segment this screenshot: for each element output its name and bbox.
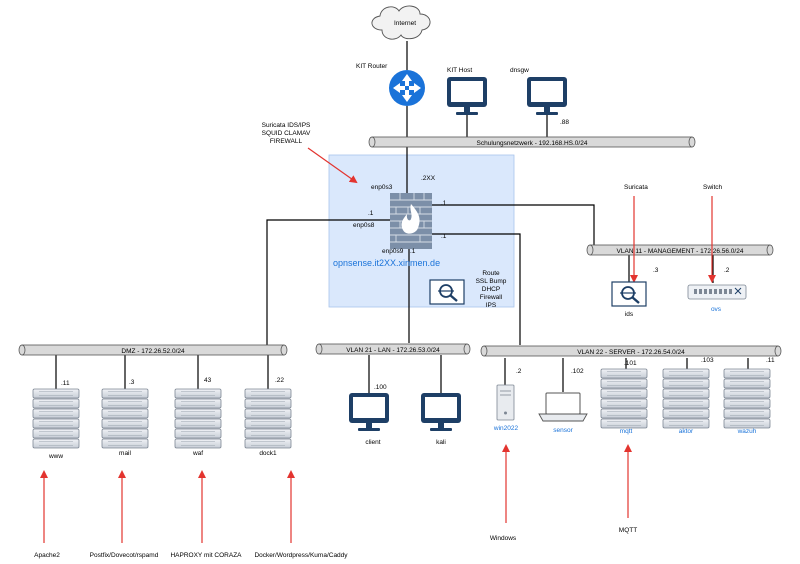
internet-label: Internet xyxy=(394,20,416,27)
lan-bus: VLAN 21 - LAN - 172.26.53.0/24 xyxy=(315,343,471,355)
waf-ip: 43 xyxy=(204,377,212,384)
mqtt-server-icon xyxy=(600,368,648,429)
kit-host-monitor-icon xyxy=(447,77,487,115)
fw-service-4: Firewall xyxy=(480,294,503,301)
server-bus: VLAN 22 - SERVER - 172.26.54.0/24 xyxy=(480,345,782,357)
switch-label: Switch xyxy=(703,184,723,191)
fw-if-enp0s3: enp0s3 xyxy=(371,184,393,191)
aktor-name: aktor xyxy=(679,428,694,435)
fw-ip-server: .1 xyxy=(441,233,447,240)
dmz-server-mail: .3 mail xyxy=(101,379,149,457)
mqtt-label: MQTT xyxy=(619,527,637,534)
management-label: VLAN 11 - MANAGEMENT - 172.26.56.0/24 xyxy=(617,248,744,255)
schulungsnetz-label: Schulungsnetzwerk - 192.168.HS.0/24 xyxy=(477,140,588,147)
ids-magnifier-icon xyxy=(610,280,648,308)
windows-label: Windows xyxy=(490,535,517,542)
firewall-annotation: Suricata IDS/IPS SQUID CLAMAV FIREWALL xyxy=(262,122,311,145)
client-monitor-icon xyxy=(349,393,389,431)
server-icon xyxy=(32,388,80,449)
internet-cloud: Internet xyxy=(371,5,431,40)
ips-magnifier-icon xyxy=(428,278,466,306)
fw-service-1: Route xyxy=(482,270,500,277)
dnsgw-ip: .88 xyxy=(560,119,569,126)
ovs-name: ovs xyxy=(711,306,722,313)
links xyxy=(55,106,749,394)
fw-if-enp0s9: enp0s9 xyxy=(382,248,404,255)
server-icon xyxy=(244,388,292,449)
win2022-ip: .2 xyxy=(516,368,522,375)
wazuh-name: wazuh xyxy=(737,428,757,435)
switch-icon xyxy=(687,284,747,300)
dock1-note: Docker/Wordpress/Kuma/Caddy xyxy=(254,552,348,559)
mqtt-ip: .101 xyxy=(624,360,637,367)
kali-name: kali xyxy=(436,439,446,446)
lan-label: VLAN 21 - LAN - 172.26.53.0/24 xyxy=(346,347,440,354)
sensor-ip: .102 xyxy=(571,368,584,375)
client-ip: .100 xyxy=(374,384,387,391)
schulungsnetz-bus: Schulungsnetzwerk - 192.168.HS.0/24 xyxy=(368,136,696,148)
server-icon xyxy=(174,388,222,449)
waf-name: waf xyxy=(192,450,203,457)
waf-note: HAPROXY mit CORAZA xyxy=(170,552,242,559)
dock1-ip: .22 xyxy=(275,377,284,384)
fw-if-enp0s8: enp0s8 xyxy=(353,222,375,229)
wazuh-server-icon xyxy=(723,368,771,429)
aktor-server-icon xyxy=(662,368,710,429)
fw-annotation-line-2: SQUID CLAMAV xyxy=(262,130,311,137)
fw-service-3: DHCP xyxy=(482,286,500,293)
router-icon xyxy=(389,70,425,106)
wazuh-ip: .11 xyxy=(766,357,775,364)
www-note: Apache2 xyxy=(34,552,60,559)
win2022-name: win2022 xyxy=(493,425,519,432)
www-name: www xyxy=(48,453,63,460)
dnsgw-monitor-icon xyxy=(527,77,567,115)
fw-fqdn: opnsense.it2XX.xinmen.de xyxy=(333,258,440,268)
dmz-label: DMZ - 172.26.52.0/24 xyxy=(121,348,185,355)
server-icon xyxy=(101,388,149,449)
ovs-ip: .2 xyxy=(724,267,730,274)
management-bus: VLAN 11 - MANAGEMENT - 172.26.56.0/24 xyxy=(586,244,774,256)
kit-router-label: KIT Router xyxy=(356,63,388,70)
dmz-server-dock1: .22 dock1 xyxy=(244,377,292,457)
fw-service-5: IPS xyxy=(486,302,497,309)
dmz-server-www: .11 www xyxy=(32,380,80,460)
ids-ip: .3 xyxy=(653,267,659,274)
suricata-label: Suricata xyxy=(624,184,648,191)
fw-annotation-line-1: Suricata IDS/IPS xyxy=(262,122,311,129)
fw-ip-enp0s9: .1 xyxy=(410,248,416,255)
dock1-name: dock1 xyxy=(259,450,277,457)
win2022-tower-icon xyxy=(496,384,515,421)
mail-ip: .3 xyxy=(129,379,135,386)
fw-annotation-line-3: FIREWALL xyxy=(270,138,303,145)
kit-host-label: KIT Host xyxy=(447,67,472,74)
dmz-bus: DMZ - 172.26.52.0/24 xyxy=(18,344,288,356)
dmz-server-waf: 43 waf xyxy=(174,377,222,457)
www-ip: .11 xyxy=(61,380,70,387)
dnsgw-label: dnsgw xyxy=(510,67,529,74)
client-name: client xyxy=(365,439,380,446)
ids-name: ids xyxy=(625,311,634,318)
fw-ip-enp0s8: .1 xyxy=(368,210,374,217)
fw-service-2: SSL Bump xyxy=(476,278,507,285)
mqtt-name: mqtt xyxy=(620,428,633,435)
sensor-name: sensor xyxy=(553,427,573,434)
fw-services: Route SSL Bump DHCP Firewall IPS xyxy=(476,270,507,309)
fw-ip-enp0s3: .2XX xyxy=(421,175,436,182)
mail-name: mail xyxy=(119,450,131,457)
firewall-icon xyxy=(390,193,432,249)
fw-ip-mgmt: .1 xyxy=(441,200,447,207)
kali-monitor-icon xyxy=(421,393,461,431)
mail-note: Postfix/Dovecot/rspamd xyxy=(90,552,159,559)
sensor-laptop-icon xyxy=(538,392,588,422)
server-label: VLAN 22 - SERVER - 172.26.54.0/24 xyxy=(577,349,685,356)
aktor-ip: .103 xyxy=(701,357,714,364)
